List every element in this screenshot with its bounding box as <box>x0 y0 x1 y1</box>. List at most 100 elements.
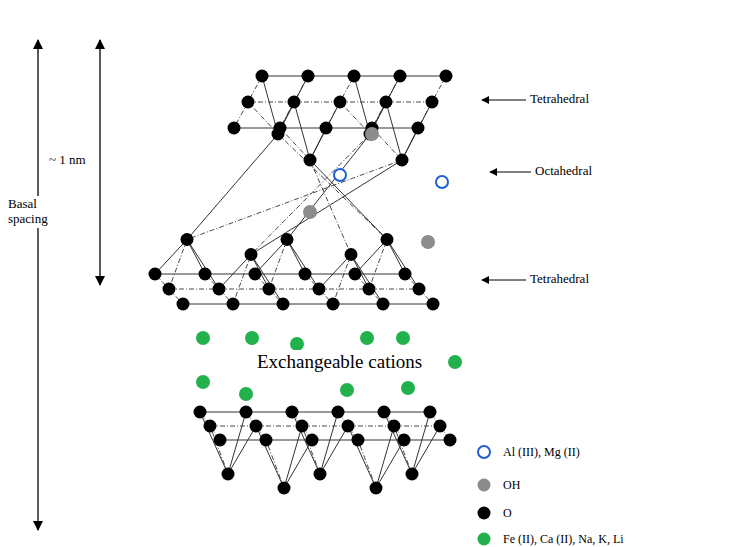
bond <box>220 440 266 441</box>
bond <box>233 304 283 305</box>
layer-label: Tetrahedral <box>530 92 589 107</box>
bond <box>155 274 205 275</box>
bond <box>183 304 233 305</box>
atom <box>332 406 345 419</box>
atom <box>214 434 227 447</box>
atom <box>380 96 393 109</box>
bond <box>210 426 228 474</box>
bond <box>355 274 405 275</box>
bond <box>233 255 251 305</box>
bond <box>187 240 219 290</box>
atom <box>360 331 374 345</box>
atom <box>277 298 290 311</box>
atom <box>413 283 426 296</box>
atom <box>196 375 210 389</box>
atom <box>406 468 419 481</box>
bond <box>302 426 320 474</box>
atom <box>242 96 255 109</box>
bond <box>284 440 312 488</box>
bond <box>287 240 319 290</box>
bond <box>248 102 278 134</box>
bond <box>219 289 269 290</box>
legend-text: O <box>503 506 512 520</box>
bond <box>200 412 228 474</box>
octahedral-cation <box>334 169 346 181</box>
atom <box>370 482 383 495</box>
atom <box>278 482 291 495</box>
bond <box>384 412 430 413</box>
atom <box>296 420 309 433</box>
bond <box>228 426 256 474</box>
bond <box>404 440 450 441</box>
atom <box>345 248 358 261</box>
bond <box>294 102 340 103</box>
bond <box>262 76 308 77</box>
atom <box>396 154 409 167</box>
atom <box>245 331 259 345</box>
bond <box>284 426 302 488</box>
atom <box>398 434 411 447</box>
atom <box>228 122 241 135</box>
bond <box>248 102 294 103</box>
bond <box>169 289 219 290</box>
atom <box>320 122 333 135</box>
bond <box>400 76 446 77</box>
legend-swatch <box>478 507 491 520</box>
bond <box>169 240 187 290</box>
atom <box>304 154 317 167</box>
atoms <box>149 70 463 495</box>
atom <box>149 268 162 281</box>
region-label: Exchangeable cations <box>255 350 424 374</box>
bond <box>369 289 419 290</box>
bond <box>302 426 348 427</box>
bond <box>394 426 412 474</box>
atom <box>181 233 194 246</box>
bond <box>354 76 400 77</box>
bond <box>348 426 376 488</box>
bond <box>256 426 302 427</box>
bond <box>369 240 387 290</box>
atom <box>288 96 301 109</box>
atom <box>349 268 362 281</box>
atom <box>365 127 379 141</box>
atom <box>303 205 317 219</box>
atom <box>426 96 439 109</box>
dimension-arrows <box>38 40 100 530</box>
atom <box>256 70 269 83</box>
legend-swatch <box>478 479 491 492</box>
bond <box>219 255 251 290</box>
atom <box>314 468 327 481</box>
atom <box>327 298 340 311</box>
atom <box>196 331 210 345</box>
atom <box>342 420 355 433</box>
atom <box>250 420 263 433</box>
bond <box>358 440 404 441</box>
atom <box>388 420 401 433</box>
bond <box>320 426 348 474</box>
bond <box>319 289 369 290</box>
atom <box>163 283 176 296</box>
atom <box>227 298 240 311</box>
bond <box>340 102 370 134</box>
atom <box>194 406 207 419</box>
bond <box>412 426 440 474</box>
legend-swatch <box>478 533 491 546</box>
layer-label: Octahedral <box>535 164 592 179</box>
bond <box>333 304 383 305</box>
layer-label: Tetrahedral <box>530 272 589 287</box>
dimension-label: ~ 1 nm <box>47 152 88 169</box>
bond <box>280 128 326 129</box>
bond <box>187 160 402 240</box>
bond <box>376 426 394 488</box>
atom <box>240 406 253 419</box>
bond <box>333 255 351 305</box>
bond <box>305 274 355 275</box>
atom <box>313 283 326 296</box>
bond <box>269 289 319 290</box>
atom <box>412 122 425 135</box>
atom <box>306 434 319 447</box>
atom <box>381 233 394 246</box>
bond <box>255 274 305 275</box>
bond <box>280 128 310 160</box>
